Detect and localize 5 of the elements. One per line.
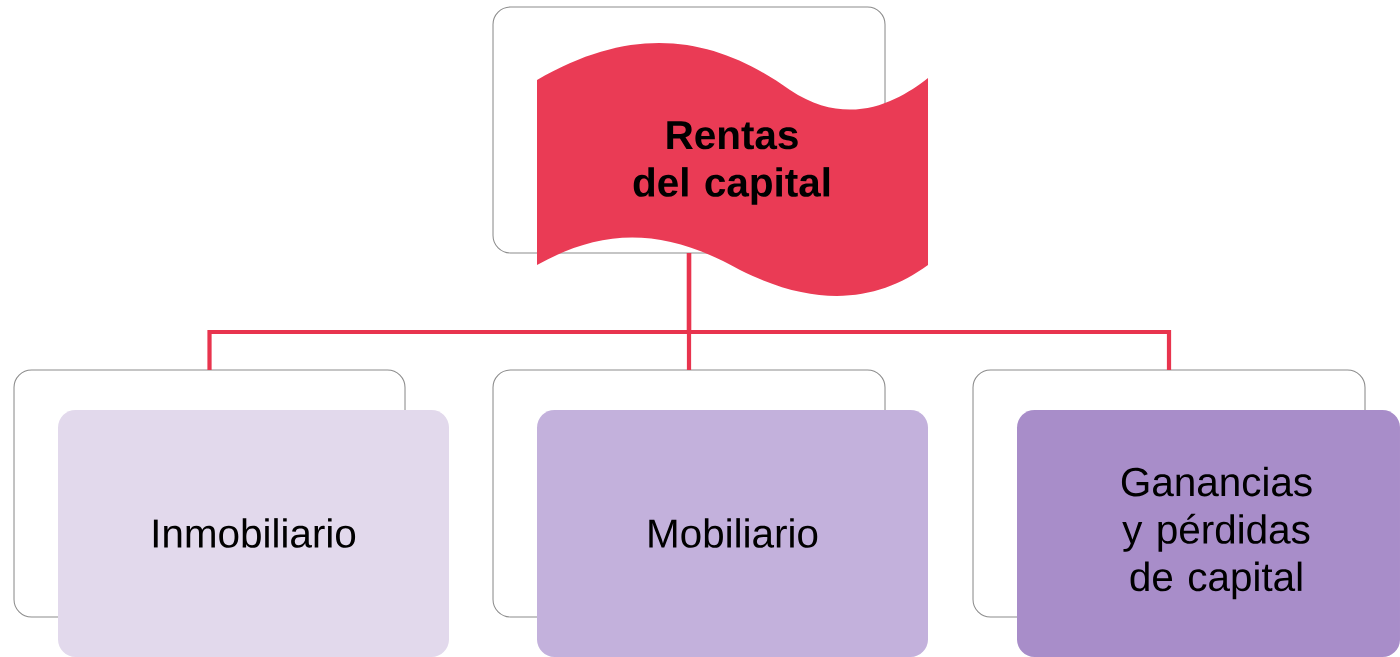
- category-box: Ganancias y pérdidas de capital: [1017, 410, 1400, 657]
- category-box: Inmobiliario: [58, 410, 449, 657]
- connector-line: [686, 253, 1172, 370]
- wave-banner: Rentas del capital: [537, 43, 928, 296]
- category-box: Mobiliario: [537, 410, 928, 657]
